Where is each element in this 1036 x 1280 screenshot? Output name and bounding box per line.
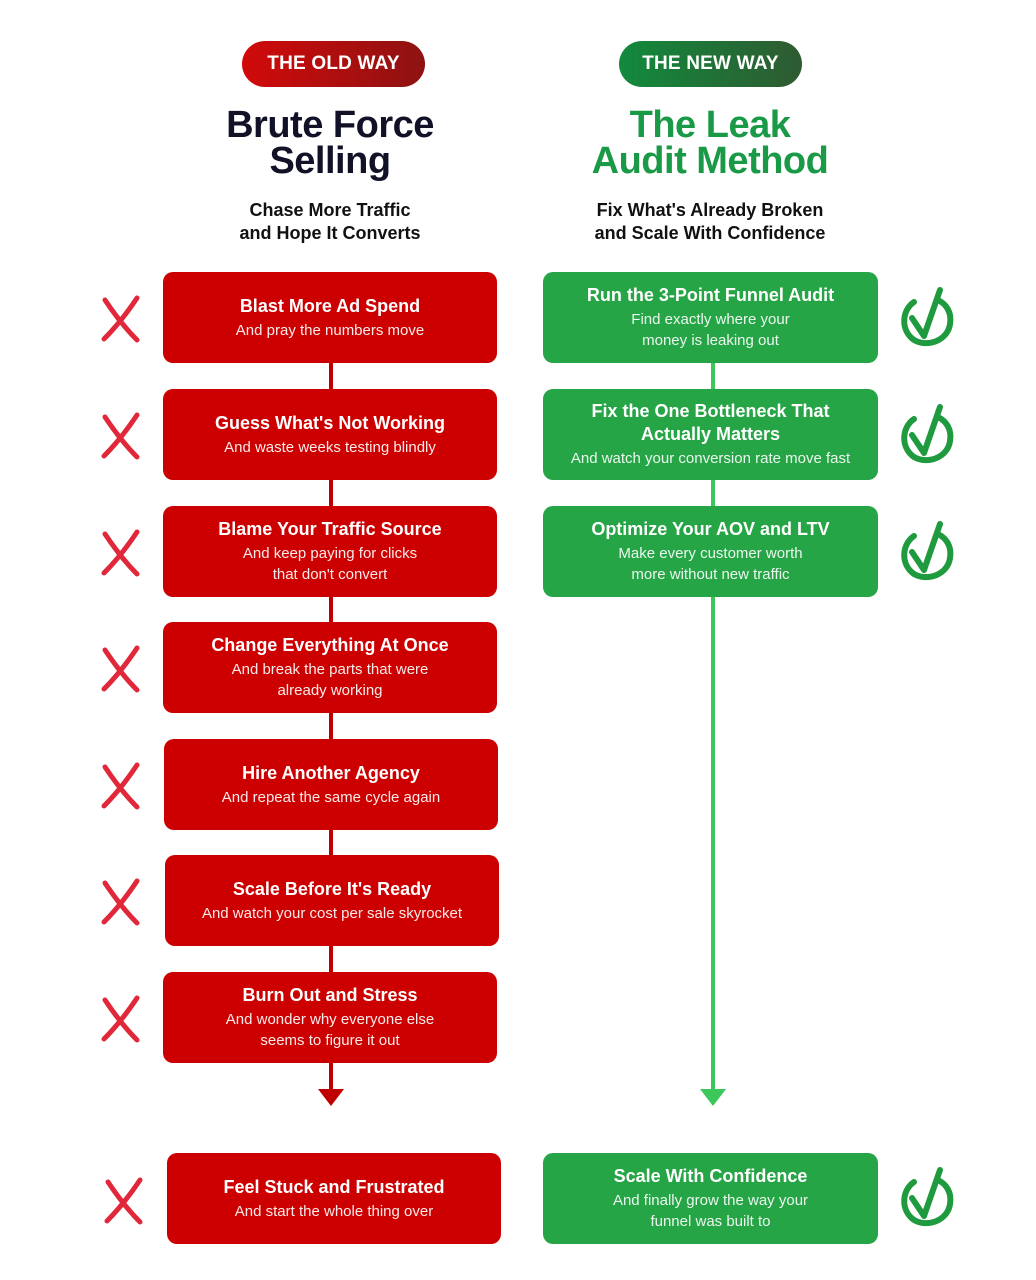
cross-icon	[99, 294, 143, 349]
step-description: And keep paying for clicks that don't con…	[243, 543, 417, 585]
cross-icon	[99, 994, 143, 1049]
cross-icon	[102, 1176, 146, 1231]
step-title: Blast More Ad Spend	[239, 295, 421, 316]
step-title: Optimize Your AOV and LTV	[591, 519, 830, 539]
old-way-arrow-down-icon	[318, 1089, 344, 1106]
cross-icon	[99, 411, 143, 466]
step-description: And repeat the same cycle again	[222, 787, 440, 808]
step-title: Change Everything At Once	[211, 635, 449, 655]
step-description: And finally grow the way your funnel was …	[613, 1190, 808, 1232]
step-description: And pray the numbers move	[236, 320, 424, 341]
step-description: And watch your cost per sale skyrocket	[202, 903, 462, 924]
step-description-line: that don't convert	[272, 566, 388, 583]
step-title: Run the 3-Point Funnel Audit	[586, 285, 835, 305]
old-way-title-line2: Selling	[269, 140, 391, 182]
step-title: Scale With Confidence	[613, 1166, 808, 1186]
step-description-line: And wonder why everyone else	[225, 1011, 435, 1028]
new-way-badge: THE NEW WAY	[619, 41, 802, 87]
new-way-connector-line	[711, 360, 715, 1095]
step-title: Scale Before It's Ready	[232, 878, 432, 899]
step-description-line: Find exactly where your	[631, 311, 790, 328]
step-title-line: Actually Matters	[640, 424, 781, 444]
step-description-line: And start the whole thing over	[234, 1202, 434, 1220]
step-description-line: And watch your conversion rate move fast	[570, 450, 851, 467]
step-description: And break the parts that were already wor…	[232, 659, 429, 701]
cross-icon	[99, 877, 143, 932]
step-title: Burn Out and Stress	[242, 985, 418, 1005]
step-description-line: And watch your cost per sale skyrocket	[201, 904, 463, 922]
step-title: Guess What's Not Working	[215, 412, 445, 433]
step-title-line: Fix the One Bottleneck That	[591, 401, 830, 421]
check-circle-icon	[896, 286, 956, 353]
step-title: Feel Stuck and Frustrated	[223, 1176, 445, 1197]
old-way-title: Brute Force Selling	[180, 104, 480, 182]
new-way-subtitle-line1: Fix What's Already Broken	[596, 200, 824, 220]
step-description-line: Make every customer worth	[618, 545, 803, 562]
check-circle-icon	[896, 1166, 956, 1233]
new-way-title: The Leak Audit Method	[540, 104, 880, 182]
step-description: And wonder why everyone else seems to fig…	[226, 1009, 434, 1051]
step-description-line: And keep paying for clicks	[242, 545, 418, 562]
old-way-subtitle-line2: and Hope It Converts	[239, 223, 421, 243]
cross-icon	[99, 761, 143, 816]
step-description: Find exactly where your money is leaking …	[631, 309, 789, 351]
step-description-line: more without new traffic	[631, 566, 790, 583]
step-title: Blame Your Traffic Source	[218, 519, 442, 539]
step-description: And waste weeks testing blindly	[224, 437, 436, 458]
new-way-arrow-down-icon	[700, 1089, 726, 1106]
new-way-subtitle: Fix What's Already Broken and Scale With…	[560, 199, 860, 245]
step-description-line: money is leaking out	[642, 332, 779, 349]
step-title: Hire Another Agency	[242, 762, 420, 783]
step-description-line: funnel was built to	[650, 1213, 771, 1230]
step-description-line: And repeat the same cycle again	[221, 788, 441, 806]
new-way-step: Optimize Your AOV and LTV Make every cust…	[543, 506, 878, 597]
old-way-title-line1: Brute Force	[226, 104, 434, 146]
step-description: And watch your conversion rate move fast	[571, 448, 850, 469]
old-way-subtitle: Chase More Traffic and Hope It Converts	[180, 199, 480, 245]
step-description-line: And finally grow the way your	[612, 1192, 809, 1209]
new-way-title-line1: The Leak	[629, 104, 791, 146]
old-way-connector-line	[329, 360, 333, 1095]
step-description-line: And break the parts that were	[231, 661, 429, 678]
step-description-line: And waste weeks testing blindly	[224, 438, 436, 456]
step-description-line: seems to figure it out	[260, 1032, 400, 1049]
step-description: Make every customer worth more without ne…	[618, 543, 802, 585]
check-circle-icon	[896, 520, 956, 587]
new-way-subtitle-line2: and Scale With Confidence	[594, 223, 826, 243]
step-description-line: And pray the numbers move	[235, 321, 425, 339]
old-way-badge: THE OLD WAY	[242, 41, 425, 87]
step-description-line: already working	[277, 682, 383, 699]
cross-icon	[99, 644, 143, 699]
old-way-subtitle-line1: Chase More Traffic	[249, 200, 411, 220]
step-description: And start the whole thing over	[235, 1201, 433, 1222]
cross-icon	[99, 528, 143, 583]
check-circle-icon	[896, 403, 956, 470]
new-way-title-line2: Audit Method	[591, 140, 829, 182]
